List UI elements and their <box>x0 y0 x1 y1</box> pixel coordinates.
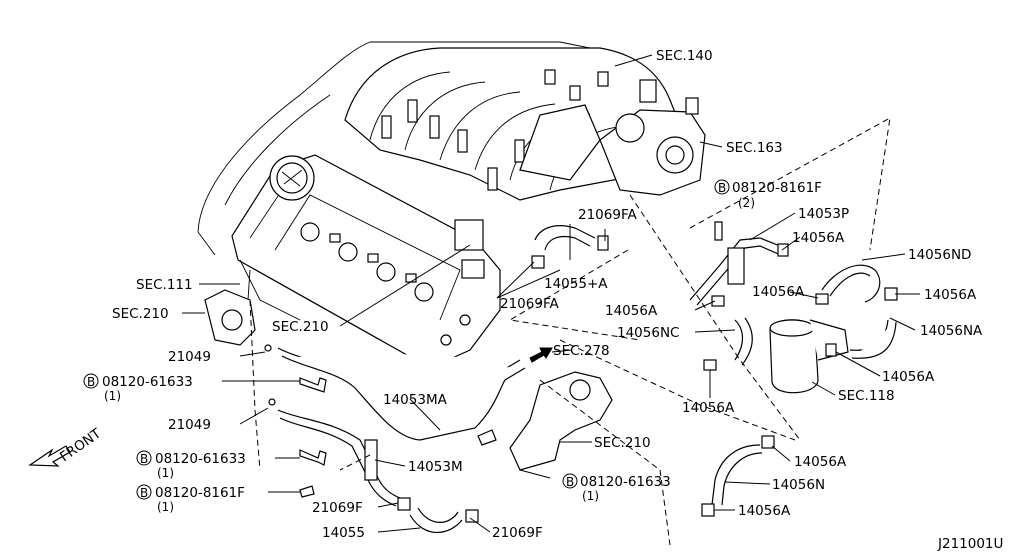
label-14056a-3: 14056A <box>924 287 977 303</box>
label-14056a-1: 14056A <box>792 230 845 246</box>
label-14056na: 14056NA <box>920 323 983 339</box>
reservoir-sec118 <box>769 319 849 394</box>
water-outlet-sec210 <box>509 371 613 471</box>
label-sec278: SEC.278 <box>553 343 610 359</box>
bolt-symbol-1: B <box>718 181 726 195</box>
label-08120-8161f-top-qty: (2) <box>738 196 755 210</box>
hose-14056nd <box>821 264 881 303</box>
hose-14056nc <box>734 317 753 366</box>
label-14056nd: 14056ND <box>908 247 971 263</box>
label-14056nc: 14056NC <box>617 325 679 341</box>
throttle-body <box>599 79 706 196</box>
label-21049-1: 21049 <box>168 349 211 365</box>
label-08120-61633-1-qty: (1) <box>104 389 121 403</box>
label-08120-61633-1: 08120-61633 <box>102 374 193 390</box>
hose-14053m <box>277 409 401 507</box>
drawing-code: J211001U <box>937 536 1003 552</box>
engine-body <box>197 41 706 369</box>
label-08120-61633-2: 08120-61633 <box>155 451 246 467</box>
label-08120-61633-3-qty: (1) <box>582 489 599 503</box>
label-sec210-left: SEC.210 <box>112 306 169 322</box>
bolt-symbol-5: B <box>566 475 574 489</box>
hose-clamps <box>397 235 898 523</box>
thermostat-housing <box>204 289 272 352</box>
label-21069f-1: 21069F <box>312 500 363 516</box>
bolt-symbol-4: B <box>140 486 148 500</box>
label-sec210-right: SEC.210 <box>594 435 651 451</box>
label-21069fa-bot: 21069FA <box>500 296 559 312</box>
label-14053ma: 14053MA <box>383 392 448 408</box>
label-08120-61633-3: 08120-61633 <box>580 474 671 490</box>
bolt-symbols: B B B B B <box>83 179 730 500</box>
label-14056a-4: 14056A <box>605 303 658 319</box>
label-08120-61633-2-qty: (1) <box>157 466 174 480</box>
label-14056a-2: 14056A <box>752 284 805 300</box>
label-front: FRONT <box>57 425 105 465</box>
label-14053p: 14053P <box>798 206 849 222</box>
label-14056n: 14056N <box>772 477 825 493</box>
label-14056a-7: 14056A <box>794 454 847 470</box>
label-14056a-8: 14056A <box>738 503 791 519</box>
label-sec163: SEC.163 <box>726 140 783 156</box>
hose-14055 <box>409 507 463 533</box>
label-08120-8161f-bot-qty: (1) <box>157 500 174 514</box>
bolt-symbol-2: B <box>87 375 95 389</box>
intake-manifold <box>344 47 691 201</box>
label-sec210-mid: SEC.210 <box>272 319 329 335</box>
label-14056a-6: 14056A <box>682 400 735 416</box>
label-21049-2: 21049 <box>168 417 211 433</box>
hose-14056n <box>711 444 763 506</box>
valve-cover <box>231 154 501 369</box>
label-14055: 14055 <box>322 525 365 541</box>
part-labels: SEC.140 SEC.163 08120-8161F (2) 14053P 2… <box>57 48 1003 552</box>
leader-lines <box>182 54 920 533</box>
label-sec111: SEC.111 <box>136 277 193 293</box>
reference-lines <box>249 117 891 546</box>
label-sec140: SEC.140 <box>656 48 713 64</box>
label-08120-8161f-top: 08120-8161F <box>732 180 822 196</box>
label-08120-8161f-bot: 08120-8161F <box>155 485 245 501</box>
hose-14053ma <box>277 347 526 441</box>
hose-14056na <box>849 319 897 359</box>
hose-14055a <box>534 225 596 251</box>
bolts <box>268 221 723 498</box>
label-21069f-2: 21069F <box>492 525 543 541</box>
bolt-symbol-3: B <box>140 452 148 466</box>
hose-14053p <box>689 237 786 306</box>
label-14053m: 14053M <box>408 459 463 475</box>
label-sec118: SEC.118 <box>838 388 895 404</box>
label-14055a: 14055+A <box>544 276 608 292</box>
label-21069fa-top: 21069FA <box>578 207 637 223</box>
front-arrow <box>28 445 71 467</box>
label-14056a-5: 14056A <box>882 369 935 385</box>
sec278-arrow <box>529 347 553 363</box>
